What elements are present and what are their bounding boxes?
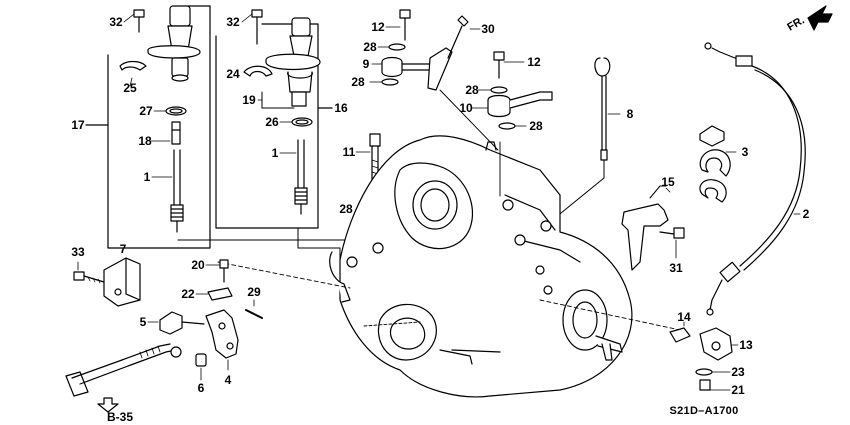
reference-arrow [97,397,119,413]
leader-dashed-shift-lever [217,261,351,289]
cable-clamp-3 [699,125,731,203]
lever-5 [159,311,205,335]
speed-sensor-right [265,17,321,107]
callout-28d: 28 [529,119,543,133]
leader-line-hose [439,89,499,151]
nut-23 [695,368,713,376]
bracket-15 [621,185,669,271]
callout-22: 22 [181,287,195,301]
callout-5: 5 [139,315,147,329]
callout-1b: 1 [271,146,279,160]
callout-10: 10 [459,101,473,115]
callout-24: 24 [226,67,240,81]
callout-29: 29 [247,285,261,299]
callout-23: 23 [731,365,745,379]
callout-18: 18 [138,134,152,148]
leader-group16-to-case [297,227,341,263]
clip-25 [119,60,147,71]
callout-8: 8 [626,107,634,121]
bolt-33 [73,271,105,284]
callout-28b: 28 [351,75,365,89]
callout-33: 33 [71,245,85,259]
callout-17: 17 [71,118,85,132]
diagram-code: S21D–A1700 [669,405,739,417]
callout-28c: 28 [465,83,479,97]
speed-sensor-left [147,5,201,82]
bolt-32b [251,9,263,45]
callout-16: 16 [334,101,348,115]
callout-28e: 28 [339,202,353,216]
callout-26: 26 [265,115,279,129]
bolt-31 [659,227,685,239]
callout-19: 19 [242,93,256,107]
callout-13: 13 [739,338,753,352]
callout-32b: 32 [226,15,240,29]
washer-28c [490,86,508,94]
banjo-fitting-10 [487,91,553,118]
callout-14: 14 [677,310,691,324]
callout-12b: 12 [527,55,541,69]
callout-15: 15 [661,175,675,189]
bracket-19 [261,91,295,109]
washer-28b [381,78,399,86]
clip-24 [243,65,273,77]
callout-4: 4 [224,373,232,387]
callout-21: 21 [731,383,745,397]
callout-3: 3 [741,145,749,159]
callout-2: 2 [802,207,810,221]
driven-gear-shaft-left [170,149,184,233]
bolt-21 [699,379,711,391]
pin-18 [171,121,181,145]
o-ring-27 [165,106,187,116]
shift-cable-2 [704,42,806,316]
bolt-12b [493,51,505,79]
dipstick-8 [549,57,611,223]
callout-32a: 32 [109,15,123,29]
leader-dashed-clip-14 [539,299,681,331]
pin-29 [245,309,263,319]
clip-14 [669,327,691,343]
shift-arm-4 [205,309,239,359]
callout-11: 11 [342,145,356,159]
callout-20: 20 [191,258,205,272]
bracket-7 [103,257,141,307]
driven-gear-shaft-right [294,139,308,215]
bracket-13 [699,327,733,361]
callout-6: 6 [197,381,205,395]
washer-28d [498,122,516,130]
callout-30: 30 [481,22,495,36]
callout-27: 27 [139,104,153,118]
callout-7: 7 [119,242,127,256]
transmission-case [329,135,633,398]
bolt-12a [399,9,411,41]
o-ring-26 [291,117,313,127]
bolt-32a [133,9,145,33]
washer-28a [388,43,406,51]
hose-line-30 [447,15,469,59]
group-bracket-17 [107,5,211,249]
callout-12a: 12 [371,20,385,34]
shift-cable-end [65,343,182,397]
reference-label: B-35 [106,410,134,424]
plate-22 [207,287,233,301]
direction-arrow [807,5,833,31]
banjo-fitting-9 [381,47,453,91]
callout-31: 31 [669,261,683,275]
bolt-20 [219,259,229,283]
callout-1a: 1 [143,170,151,184]
bushing-6 [195,353,207,367]
callout-25: 25 [123,81,137,95]
callout-28a: 28 [363,40,377,54]
callout-9: 9 [362,57,370,71]
